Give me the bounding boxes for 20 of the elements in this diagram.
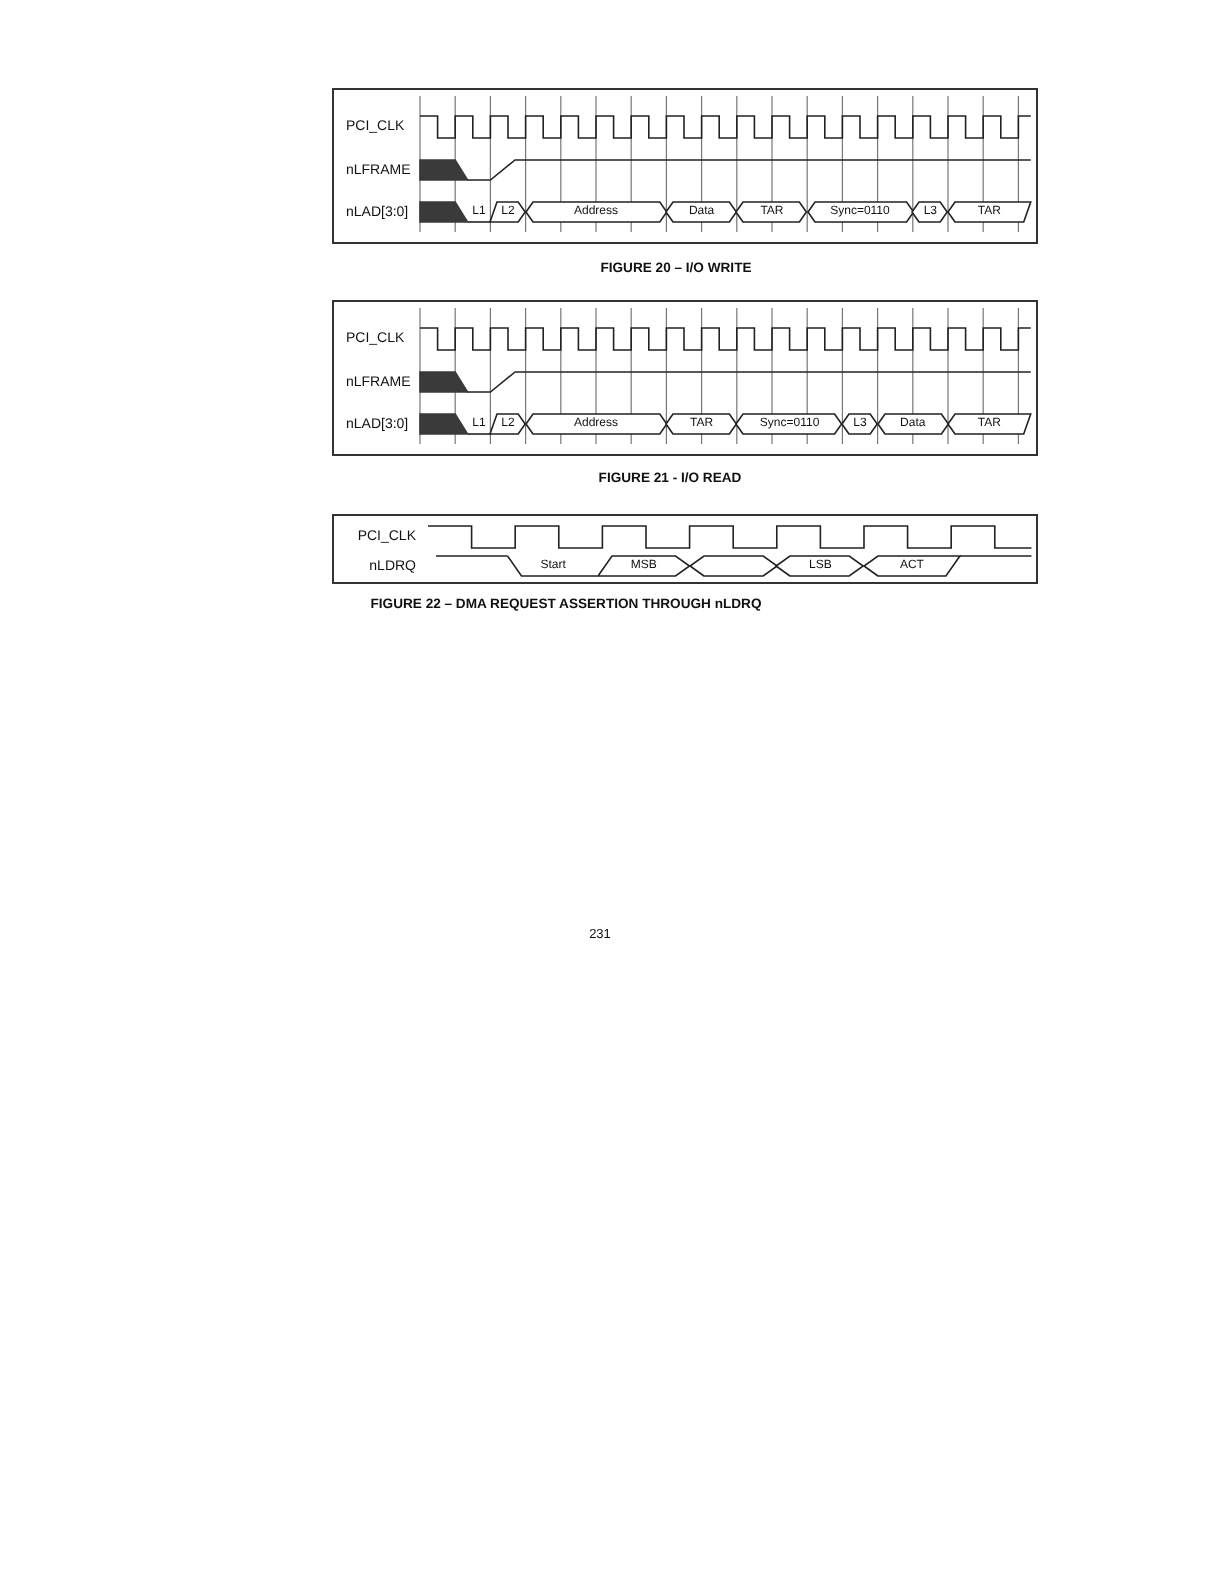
bus-segment [490, 414, 526, 434]
bus-segment [490, 202, 526, 222]
bus-segment [689, 556, 777, 576]
bus-segment [598, 556, 690, 576]
bus-segment [864, 556, 1032, 576]
bus-segment [948, 414, 1031, 434]
bus-segment [877, 414, 948, 434]
bus-segment [912, 202, 948, 222]
timing-panel [332, 88, 1038, 244]
bus-segment [467, 414, 491, 434]
timing-panel [332, 300, 1038, 456]
timing-panel [332, 514, 1038, 584]
bus-segment [666, 202, 737, 222]
bus-segment [842, 414, 878, 434]
bus-segment [666, 414, 737, 434]
bus-segment [776, 556, 864, 576]
bus-segment [467, 202, 491, 222]
bus-segment [948, 202, 1031, 222]
bus-segment [436, 556, 599, 576]
bus-segment [736, 202, 808, 222]
